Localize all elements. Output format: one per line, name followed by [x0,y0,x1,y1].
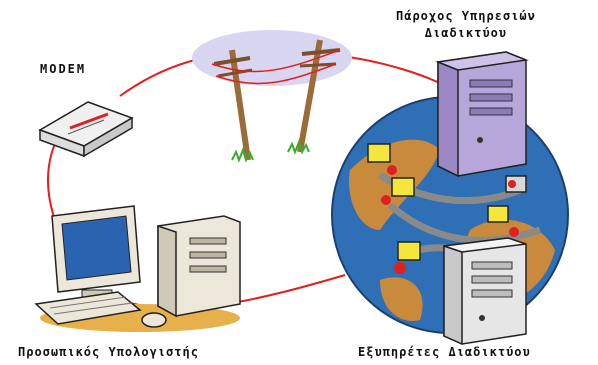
personal-computer-icon [36,206,240,332]
internet-server-icon [444,238,526,344]
modem-label: MODEM [40,62,86,76]
isp-label-line1: Πάροχος Υπηρεσιών [396,8,536,25]
internet-servers-label: Εξυπηρέτες Διαδικτύου [358,345,531,359]
isp-label-line2: Διαδικτύου [396,25,536,42]
sky-blob [192,30,352,86]
isp-label: Πάροχος Υπηρεσιών Διαδικτύου [396,8,536,42]
network-computer-icon [506,176,526,192]
personal-computer-label: Προσωπικός Υπολογιστής [18,345,199,359]
isp-server-icon [438,52,526,176]
